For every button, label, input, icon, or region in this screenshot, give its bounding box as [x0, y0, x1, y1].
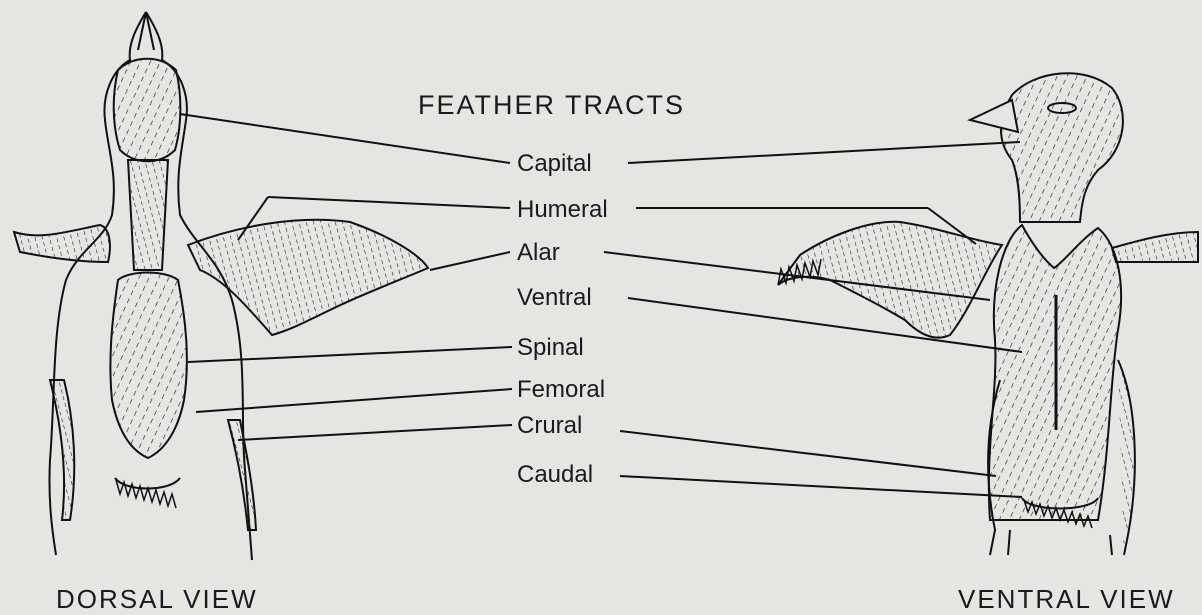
ventral-bird — [778, 73, 1198, 555]
ventral-right-wing — [1112, 232, 1198, 262]
ventral-head — [1001, 73, 1123, 222]
capital-left-leader — [180, 114, 510, 163]
figure-title: FEATHER TRACTS — [418, 90, 685, 121]
caudal-right-leader — [620, 476, 1022, 497]
dorsal-bird — [14, 12, 428, 560]
alar-left-leader — [430, 252, 510, 270]
humeral-left-leader-2 — [268, 197, 510, 208]
dorsal-head-tract — [114, 59, 181, 162]
label-alar: Alar — [514, 239, 563, 267]
ventral-view-label: VENTRAL VIEW — [958, 584, 1175, 615]
capital-right-leader — [628, 142, 1020, 163]
label-spinal: Spinal — [514, 334, 587, 362]
label-ventral: Ventral — [514, 284, 595, 312]
dorsal-beak — [138, 12, 154, 50]
dorsal-right-wing — [188, 220, 428, 335]
dorsal-neck-tract — [128, 160, 168, 270]
crural-left-leader — [238, 425, 512, 440]
dorsal-view-label: DORSAL VIEW — [56, 584, 258, 615]
label-capital: Capital — [514, 150, 595, 178]
label-femoral: Femoral — [514, 376, 608, 404]
dorsal-tail-feathers — [116, 480, 176, 508]
label-crural: Crural — [514, 412, 585, 440]
dorsal-left-wing — [14, 225, 110, 262]
dorsal-right-leg-tract — [228, 420, 256, 530]
spinal-left-leader — [188, 347, 512, 362]
crural-right-leader — [620, 431, 996, 476]
label-humeral: Humeral — [514, 196, 611, 224]
ventral-right-leg — [1110, 360, 1135, 555]
label-caudal: Caudal — [514, 461, 596, 489]
dorsal-spinal-tract — [110, 273, 186, 459]
ventral-beak — [970, 100, 1018, 132]
